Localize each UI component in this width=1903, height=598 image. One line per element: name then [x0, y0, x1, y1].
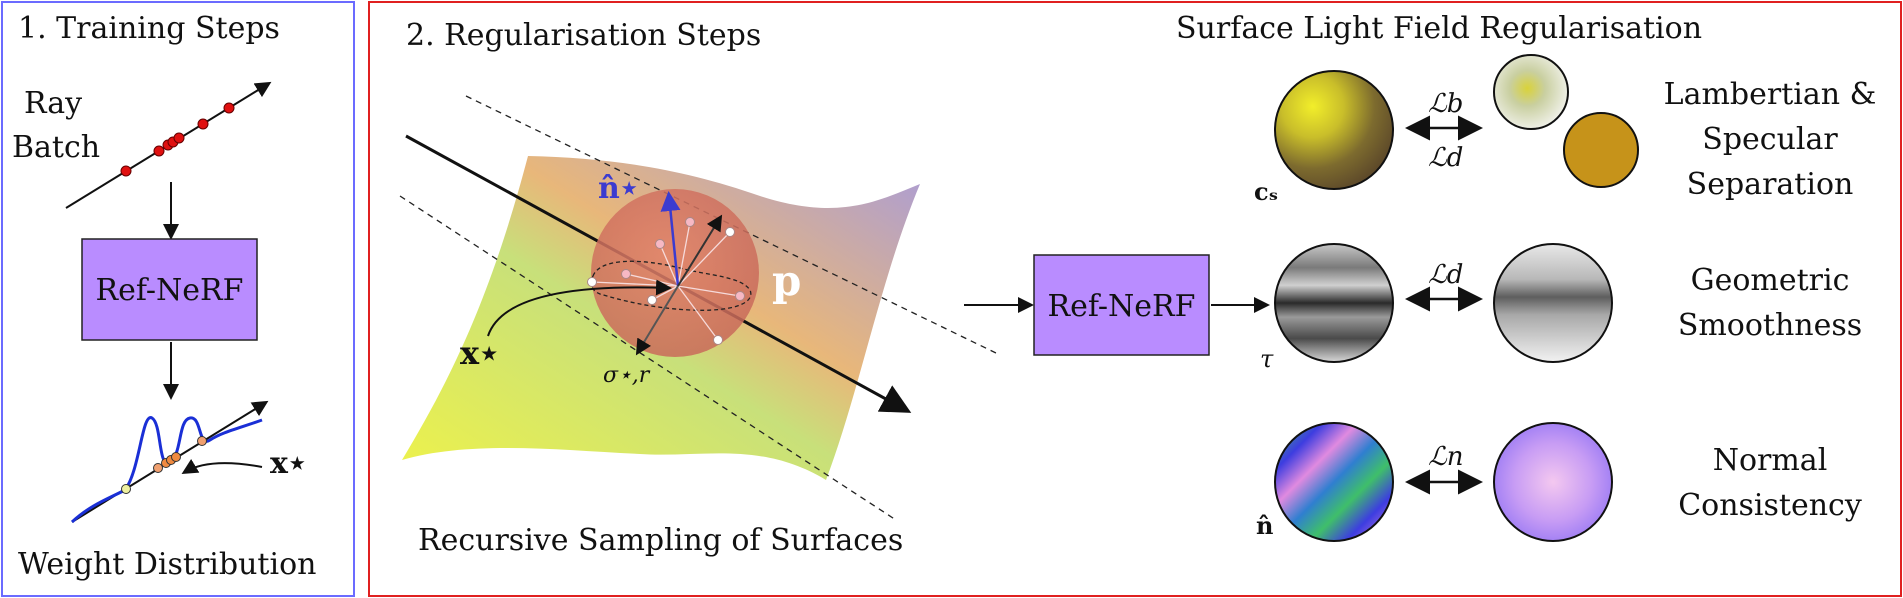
sampling-sphere [591, 189, 759, 357]
sample-points [587, 217, 745, 345]
ray-sample-points [120, 102, 235, 177]
cs-sphere [1274, 70, 1394, 190]
reflect-arrow [677, 214, 723, 287]
geometric-label-2: Smoothness [1678, 308, 1862, 343]
weight-distribution-plot [70, 400, 269, 524]
ray-batch-label-2: Batch [12, 130, 100, 165]
sigma-arrow [635, 285, 679, 356]
normal-label: n̂⋆ [598, 171, 639, 206]
ref-nerf-box-regularisation [1033, 254, 1210, 356]
ref-nerf-box-training [81, 238, 258, 341]
panel-training-title: 1. Training Steps [18, 11, 280, 46]
x-star-label-surface: x⋆ [460, 334, 499, 372]
ref-nerf-box-training-label: Ref-NeRF [96, 273, 244, 308]
x-star-pointer [181, 458, 263, 475]
point-p-label: p [772, 256, 801, 305]
diffuse-sphere [1563, 112, 1639, 188]
recursive-sampling-label: Recursive Sampling of Surfaces [418, 523, 903, 558]
panel-training-border [1, 1, 355, 597]
tau-smooth-sphere [1493, 243, 1613, 363]
ray-point [120, 165, 132, 177]
weight-sample-point [153, 463, 163, 473]
ld-label-2: ℒd [1428, 260, 1463, 290]
specular-sphere [1493, 54, 1569, 130]
normal-consistency-label-1: Normal [1713, 443, 1828, 478]
ray-point [173, 132, 185, 144]
lambertian-label-2: Specular [1702, 122, 1838, 157]
lambertian-label-3: Separation [1687, 167, 1854, 202]
weight-sample-point [121, 484, 131, 494]
weight-sample-point [197, 436, 207, 446]
ray-batch-label-1: Ray [24, 86, 82, 121]
cs-label: cₛ [1254, 177, 1278, 206]
weight-curve [70, 416, 263, 524]
normal-consistency-label-2: Consistency [1678, 488, 1862, 523]
weight-sample-point [171, 452, 181, 462]
lb-label: ℒb [1428, 89, 1463, 119]
x-star-label-training: x⋆ [270, 446, 307, 481]
weight-distribution-label: Weight Distribution [18, 547, 316, 582]
ln-label: ℒn [1428, 442, 1463, 472]
ray-point [197, 118, 209, 130]
normal-arrow [660, 191, 681, 287]
ray-point [153, 145, 165, 157]
tau-label: τ [1260, 345, 1274, 373]
normal-smooth-sphere [1493, 422, 1613, 542]
surface-ellipse [590, 260, 752, 311]
ray-point [223, 102, 235, 114]
panel-regularisation-border [368, 1, 1902, 597]
sigma-label: σ⋆,r [603, 363, 651, 388]
normal-sphere [1274, 422, 1394, 542]
x-star-pointer-2 [487, 279, 672, 337]
tau-sphere [1274, 243, 1394, 363]
lambertian-label-1: Lambertian & [1664, 77, 1877, 112]
panel-regularisation-title: 2. Regularisation Steps [406, 18, 761, 53]
ld-label-1: ℒd [1428, 143, 1463, 173]
ref-nerf-box-regularisation-label: Ref-NeRF [1048, 289, 1196, 324]
surface-light-field-title: Surface Light Field Regularisation [1176, 11, 1702, 46]
n-hat-label: n̂ [1256, 511, 1273, 540]
geometric-label-1: Geometric [1691, 263, 1850, 298]
